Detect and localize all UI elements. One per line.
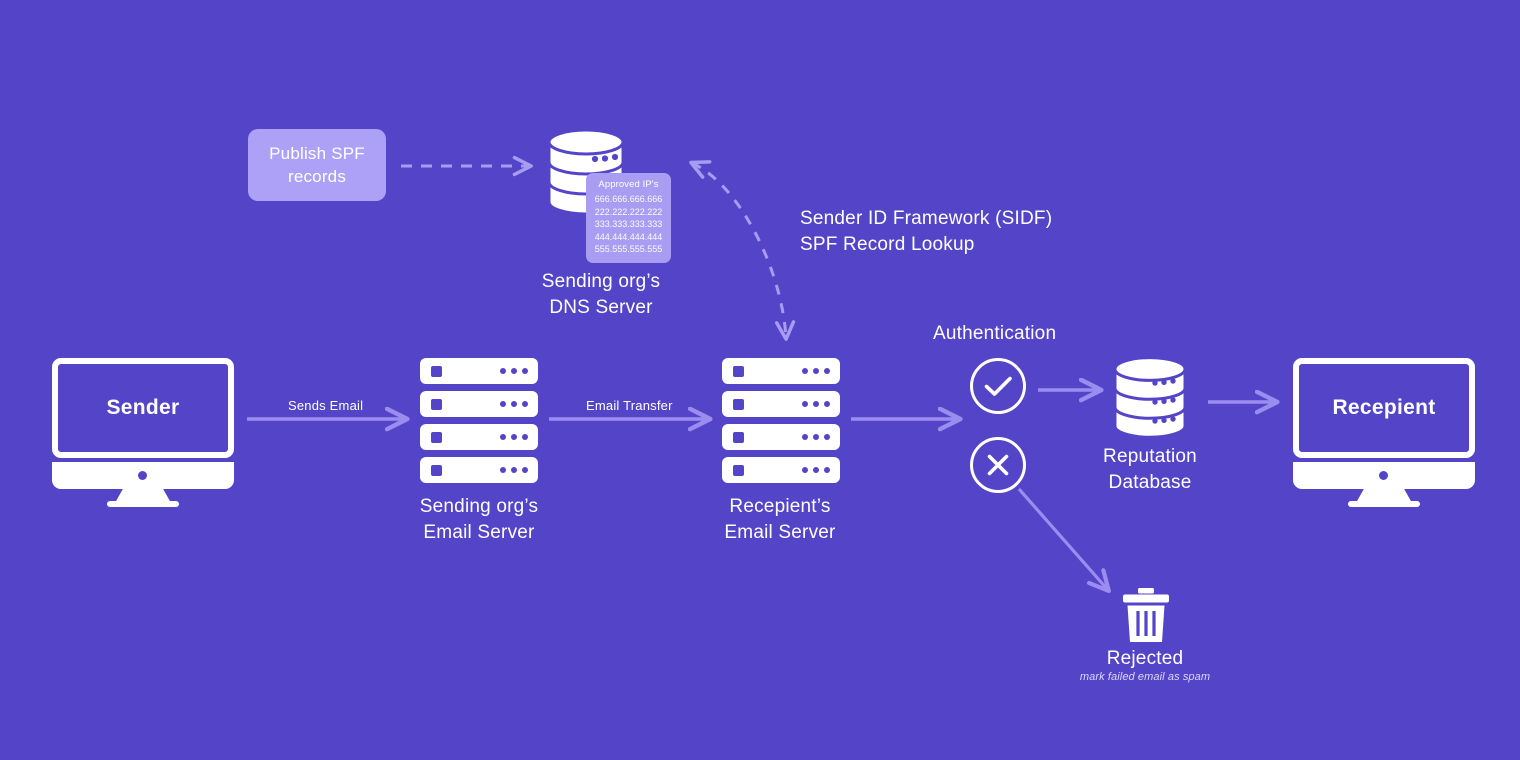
approved-ip-item: 444.444.444.444 — [594, 231, 663, 242]
server-unit-indicator-icon — [733, 399, 744, 410]
reputation-database-icon — [1112, 356, 1188, 440]
check-circle-icon — [970, 358, 1026, 414]
sending-org-email-server — [420, 358, 538, 484]
server-unit — [722, 358, 840, 384]
sends-email-arrow-label: Sends Email — [288, 398, 364, 413]
server-unit-leds-icon — [802, 401, 830, 407]
fail-to-rejected-arrow — [1017, 487, 1108, 590]
server-unit — [420, 391, 538, 417]
server-unit-indicator-icon — [733, 366, 744, 377]
dns-server-caption-line2: DNS Server — [549, 297, 653, 318]
server-unit-leds-icon — [802, 368, 830, 374]
server-unit-indicator-icon — [431, 366, 442, 377]
authentication-pass — [969, 357, 1027, 420]
recipient-server-caption-line1: Recepient’s — [729, 496, 831, 517]
recipient-monitor: Recepient — [1293, 358, 1475, 508]
server-unit — [722, 424, 840, 450]
server-unit — [420, 358, 538, 384]
sender-screen: Sender — [52, 358, 234, 458]
recipient-monitor-power-dot-icon — [1379, 471, 1388, 480]
recipient-email-server-caption: Recepient’s Email Server — [645, 494, 915, 546]
reputation-database-caption-line1: Reputation — [1103, 446, 1197, 467]
dns-server-caption-line1: Sending org’s — [541, 271, 661, 292]
rejected-note: mark failed email as spam — [1079, 671, 1211, 683]
rejected-trash — [1121, 588, 1171, 646]
server-unit-leds-icon — [500, 368, 528, 374]
sending-org-email-server-caption: Sending org’s Email Server — [344, 494, 614, 546]
reputation-database-leds-icon — [1152, 378, 1176, 424]
database-cylinder-icon — [1113, 356, 1187, 439]
approved-ip-item: 555.555.555.555 — [594, 244, 663, 254]
publish-spf-records-label: Publish SPF records — [269, 144, 365, 186]
sender-screen-label: Sender — [106, 396, 180, 419]
server-unit — [722, 391, 840, 417]
server-unit — [420, 424, 538, 450]
sender-monitor-power-dot-icon — [138, 471, 147, 480]
x-circle-icon — [970, 437, 1026, 493]
server-unit-indicator-icon — [431, 399, 442, 410]
email-transfer-arrow-label: Email Transfer — [586, 398, 673, 413]
recipient-screen: Recepient — [1293, 358, 1475, 458]
reputation-database-caption-line2: Database — [1108, 472, 1192, 493]
approved-ips-card: Approved IP's 666.666.666.666 222.222.22… — [586, 173, 671, 263]
dns-server-leds-icon — [591, 153, 619, 163]
recipient-monitor-foot — [1348, 501, 1420, 507]
spf-lookup-label-line2: SPF Record Lookup — [800, 234, 975, 255]
server-unit-leds-icon — [500, 467, 528, 473]
server-unit-leds-icon — [802, 467, 830, 473]
server-unit-indicator-icon — [431, 465, 442, 476]
sending-server-caption-line1: Sending org’s — [419, 496, 539, 517]
server-unit-indicator-icon — [431, 432, 442, 443]
rejected-label: Rejected — [1106, 648, 1184, 669]
publish-spf-records-box[interactable]: Publish SPF records — [248, 129, 386, 201]
approved-ip-item: 222.222.222.222 — [594, 206, 663, 217]
server-unit-leds-icon — [802, 434, 830, 440]
spf-lookup-label-line1: Sender ID Framework (SIDF) — [800, 208, 1053, 229]
spf-lookup-label: Sender ID Framework (SIDF) SPF Record Lo… — [800, 206, 1052, 258]
sender-monitor-neck — [115, 489, 171, 503]
server-unit — [420, 457, 538, 483]
sender-monitor-foot — [107, 501, 179, 507]
reputation-database-caption: Reputation Database — [1015, 444, 1285, 496]
authentication-fail — [969, 436, 1027, 499]
sender-monitor-base — [52, 462, 234, 489]
recipient-screen-label: Recepient — [1332, 396, 1436, 419]
server-unit-indicator-icon — [733, 432, 744, 443]
recipient-monitor-neck — [1356, 489, 1412, 503]
approved-ip-item: 333.333.333.333 — [594, 219, 663, 229]
sender-monitor: Sender — [52, 358, 234, 508]
server-unit-leds-icon — [500, 434, 528, 440]
recipient-server-caption-line2: Email Server — [724, 522, 836, 543]
dns-server-caption: Sending org’s DNS Server — [466, 269, 736, 321]
server-unit — [722, 457, 840, 483]
recipient-monitor-base — [1293, 462, 1475, 489]
authentication-label: Authentication — [933, 323, 1057, 344]
server-unit-leds-icon — [500, 401, 528, 407]
recipient-email-server — [722, 358, 840, 484]
server-unit-indicator-icon — [733, 465, 744, 476]
trash-icon — [1123, 588, 1169, 642]
approved-ips-title: Approved IP's — [598, 179, 659, 190]
approved-ip-item: 666.666.666.666 — [594, 194, 663, 204]
sending-server-caption-line2: Email Server — [423, 522, 535, 543]
